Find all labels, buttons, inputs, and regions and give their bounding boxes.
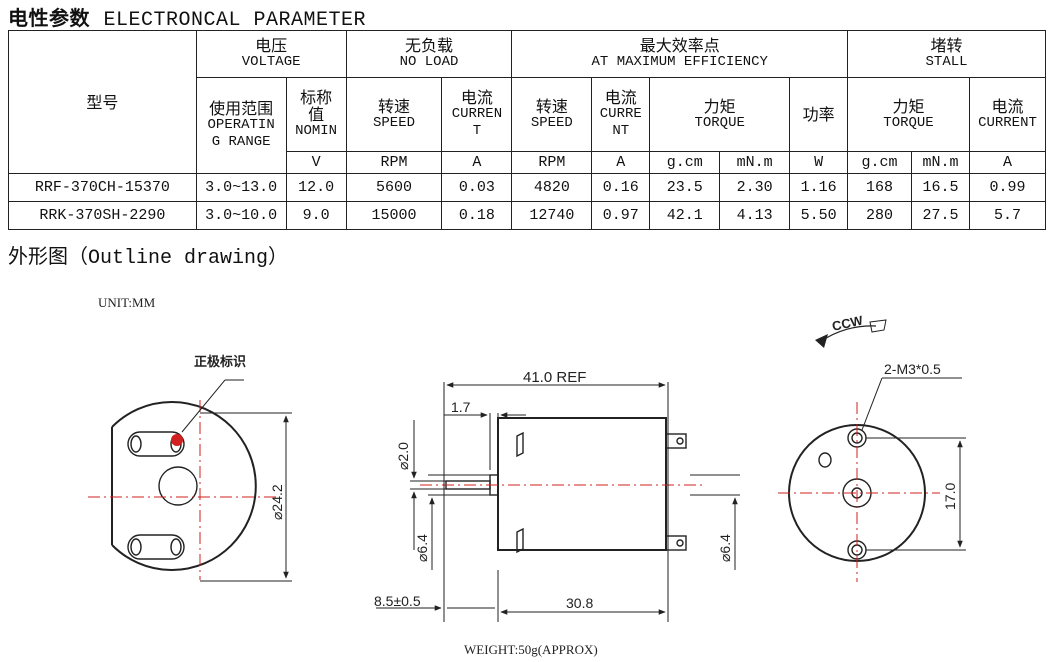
me-power-header: 功率 (789, 77, 849, 152)
unit-mnm: mN.m (911, 151, 970, 174)
model-header: 型号 (8, 30, 197, 174)
me-torque-mnm-cell: 4.13 (719, 201, 791, 230)
table-row: RRF-370CH-15370 3.0~13.0 12.0 5600 0.03 … (8, 173, 1047, 202)
unit-label: UNIT:MM (98, 295, 156, 310)
weight-label: WEIGHT:50g(APPROX) (464, 642, 598, 657)
me-power-cell: 1.16 (789, 173, 849, 202)
section-title-outline: 外形图（Outline drawing） (8, 240, 288, 270)
outline-title-en: （Outline drawing） (68, 247, 289, 270)
range-cell: 3.0~10.0 (195, 201, 287, 230)
unit-gcm: g.cm (847, 151, 912, 174)
range-cell: 3.0~13.0 (195, 173, 287, 202)
outline-title-zh: 外形图 (8, 244, 68, 268)
me-speed-cell: 12740 (511, 201, 593, 230)
ccw-arrow-icon (815, 334, 828, 348)
me-torque-gcm-cell: 42.1 (649, 201, 721, 230)
unit-w: W (789, 151, 849, 174)
unit-a: A (591, 151, 651, 174)
nl-current-cell: 0.18 (441, 201, 513, 230)
unit-mnm: mN.m (719, 151, 791, 174)
st-current-cell: 5.7 (968, 201, 1047, 230)
model-cell: RRK-370SH-2290 (8, 201, 197, 230)
positive-marker-icon (171, 434, 183, 446)
nominal-cell: 9.0 (285, 201, 347, 230)
dim-17-label: 17.0 (942, 483, 958, 510)
st-torque-mnm-cell: 27.5 (911, 201, 970, 230)
me-torque-mnm-cell: 2.30 (719, 173, 791, 202)
me-current-cell: 0.16 (591, 173, 651, 202)
front-view-right: 17.0 2-M3*0.5 CCW (778, 312, 966, 582)
me-power-cell: 5.50 (789, 201, 849, 230)
model-cell: RRF-370CH-15370 (8, 173, 197, 202)
dia-2-label: ⌀2.0 (395, 442, 411, 470)
me-torque-gcm-cell: 23.5 (649, 173, 721, 202)
unit-gcm: g.cm (649, 151, 721, 174)
title-en: ELECTRONCAL PARAMETER (103, 9, 367, 32)
me-current-cell: 0.97 (591, 201, 651, 230)
unit-a: A (968, 151, 1047, 174)
length-ref-label: 41.0 REF (523, 369, 586, 386)
dim-8-5-label: 8.5±0.5 (374, 593, 421, 609)
unit-rpm: RPM (345, 151, 443, 174)
nl-current-cell: 0.03 (441, 173, 513, 202)
outline-drawing: UNIT:MM 正极标识 ⌀24.2 41 (88, 295, 966, 657)
nominal-cell: 12.0 (285, 173, 347, 202)
st-torque-mnm-cell: 16.5 (911, 173, 970, 202)
nl-speed-cell: 15000 (345, 201, 443, 230)
st-torque-gcm-cell: 280 (847, 201, 912, 230)
st-current-cell: 0.99 (968, 173, 1047, 202)
st-torque-gcm-cell: 168 (847, 173, 912, 202)
side-view: 41.0 REF 1.7 ⌀2.0 ⌀6.4 ⌀6.4 8.5±0.5 30.8 (374, 369, 740, 622)
ccw-label: CCW (831, 312, 865, 333)
me-speed-cell: 4820 (511, 173, 593, 202)
table-row: RRK-370SH-2290 3.0~10.0 9.0 15000 0.18 1… (8, 201, 1047, 230)
dia-6-4-left-label: ⌀6.4 (414, 534, 430, 562)
dim-30-8-label: 30.8 (566, 595, 593, 611)
unit-a: A (441, 151, 513, 174)
dia-24-label: ⌀24.2 (269, 484, 285, 520)
dia-6-4-right-label: ⌀6.4 (717, 534, 733, 562)
end-view-left: 正极标识 ⌀24.2 (88, 354, 292, 582)
unit-v: V (285, 151, 347, 174)
screw-label: 2-M3*0.5 (884, 361, 941, 377)
title-zh: 电性参数 (8, 6, 90, 30)
section-title-electrical: 电性参数 ELECTRONCAL PARAMETER (8, 2, 366, 32)
positive-mark-label: 正极标识 (194, 354, 246, 370)
nl-speed-cell: 5600 (345, 173, 443, 202)
unit-rpm: RPM (511, 151, 593, 174)
dim-1-7-label: 1.7 (451, 399, 471, 415)
